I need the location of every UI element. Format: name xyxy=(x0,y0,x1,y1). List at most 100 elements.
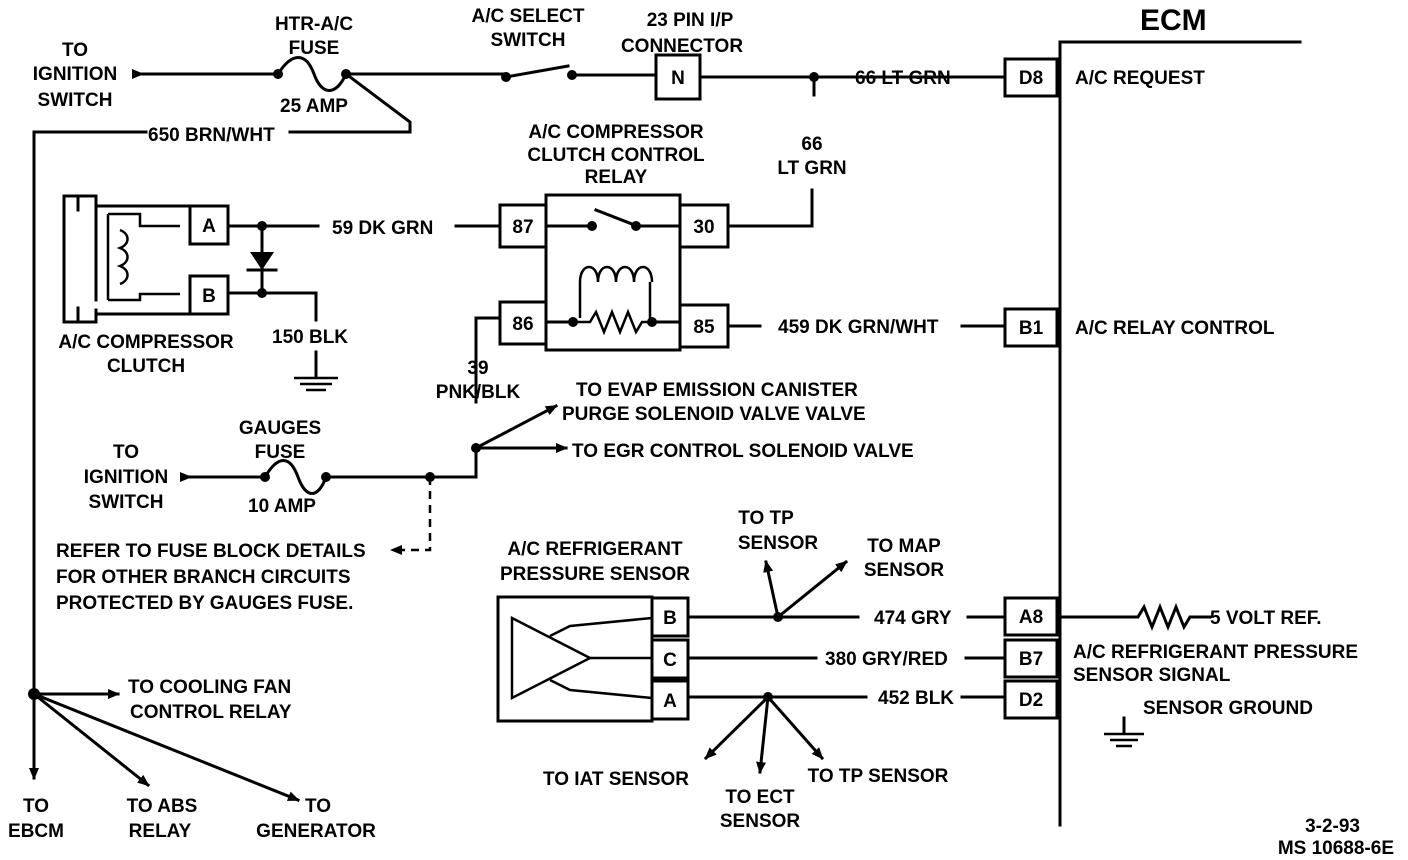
evap-line-2: PURGE SOLENOID VALVE VALVE xyxy=(562,404,866,425)
iat-label: TO IAT SENSOR xyxy=(543,769,689,790)
relay-line-3: RELAY xyxy=(585,167,648,188)
clutch-pin-b-label: B xyxy=(202,286,216,307)
relay-pin-30-label: 30 xyxy=(693,217,714,238)
relay-pin-86-label: 86 xyxy=(512,314,533,335)
sensor-ground-icon xyxy=(1104,732,1144,748)
ecm-pin-a8-label: A8 xyxy=(1019,607,1043,628)
cooling-fan-line-2: CONTROL RELAY xyxy=(130,702,292,723)
wire-66-color: LT GRN xyxy=(777,158,846,179)
ac-clutch-relay: A/C COMPRESSOR CLUTCH CONTROL RELAY 87 3… xyxy=(498,122,1007,352)
pressure-sensor: A/C REFRIGERANT PRESSURE SENSOR B C A 47… xyxy=(496,508,1007,832)
sensor-pin-c-label: C xyxy=(663,650,677,671)
wire-150-label: 150 BLK xyxy=(272,327,348,348)
clutch-pin-a-label: A xyxy=(202,216,216,237)
distribution-bus: TO COOLING FAN CONTROL RELAY TO EBCM TO … xyxy=(8,130,376,842)
wire-380-label: 380 GRY/RED xyxy=(825,649,948,670)
clutch-pin-b xyxy=(188,274,230,316)
relay-switch-blade xyxy=(594,208,634,226)
ac-relay-control-label: A/C RELAY CONTROL xyxy=(1075,318,1275,339)
map-line-1: TO MAP xyxy=(867,536,941,557)
pressure-sensor-line-2: PRESSURE SENSOR xyxy=(500,564,690,585)
ignition-2-line-1: TO xyxy=(113,442,139,463)
fuse-note-line-3: PROTECTED BY GAUGES FUSE. xyxy=(56,593,353,614)
ignition-1-line-1: TO xyxy=(62,40,88,61)
ebcm-line-1: TO xyxy=(23,796,49,817)
tp-top-line-1: TO TP xyxy=(738,508,794,529)
htr-fuse-icon xyxy=(275,56,348,92)
fuse-note-line-1: REFER TO FUSE BLOCK DETAILS xyxy=(56,541,366,562)
arrow-to-generator xyxy=(32,692,300,802)
gauges-fuse-line-1: GAUGES xyxy=(239,418,321,439)
ecm-pin-b7-label: B7 xyxy=(1019,649,1043,670)
sensor-ground-label: SENSOR GROUND xyxy=(1143,698,1313,719)
arrow-to-evap xyxy=(473,403,559,451)
ebcm-line-2: EBCM xyxy=(8,821,64,842)
sensor-pin-b xyxy=(650,596,690,638)
arrow-to-tp-bottom xyxy=(765,694,825,761)
ref-resistor xyxy=(1058,602,1212,632)
ecm-pin-b1 xyxy=(1003,307,1059,348)
relay-line-2: CLUTCH CONTROL xyxy=(527,145,705,166)
sensor-pin-b-label: B xyxy=(663,608,677,629)
wire-39-num: 39 xyxy=(467,358,488,379)
connector-pin-n xyxy=(654,53,702,101)
htr-fuse-amp: 25 AMP xyxy=(280,96,348,117)
clutch-ground-icon xyxy=(294,376,338,392)
connector-line-1: 23 PIN I/P xyxy=(647,10,734,31)
ignition-2-line-2: IGNITION xyxy=(84,467,168,488)
clutch-line-2: CLUTCH xyxy=(107,356,185,377)
clutch-inner xyxy=(106,212,180,302)
pressure-sensor-line-1: A/C REFRIGERANT xyxy=(507,539,683,560)
connector-line-2: CONNECTOR xyxy=(621,36,743,57)
ac-select-line-2: SWITCH xyxy=(491,30,566,51)
ecm-title: ECM xyxy=(1140,4,1207,37)
ecm-pin-b1-label: B1 xyxy=(1019,318,1044,339)
generator-line-1: TO xyxy=(305,796,331,817)
ect-line-2: SENSOR xyxy=(720,811,801,832)
gauges-circuit: TO IGNITION SWITCH GAUGES FUSE 10 AMP RE… xyxy=(56,316,914,614)
sensor-pin-a xyxy=(650,679,690,721)
fuse-note-dashed-leader xyxy=(390,477,432,555)
ac-request-circuit: TO IGNITION SWITCH HTR-A/C FUSE 25 AMP 6… xyxy=(33,6,1007,228)
wire-650 xyxy=(288,71,412,134)
gauges-fuse-line-2: FUSE xyxy=(255,442,306,463)
ac-compressor-clutch: A B A/C COMPRESSOR CLUTCH 59 DK GRN 150 … xyxy=(58,194,502,392)
fuse-note-line-2: FOR OTHER BRANCH CIRCUITS xyxy=(56,567,351,588)
clutch-coil-icon xyxy=(116,228,129,286)
evap-line-1: TO EVAP EMISSION CANISTER xyxy=(576,380,858,401)
wire-59-label: 59 DK GRN xyxy=(332,218,433,239)
sensor-pin-a-label: A xyxy=(663,691,677,712)
egr-label: TO EGR CONTROL SOLENOID VALVE xyxy=(572,441,914,462)
wire-39-to-relay xyxy=(474,316,502,404)
arrow-to-ect xyxy=(756,695,770,774)
ect-line-1: TO ECT xyxy=(725,787,795,808)
gauges-fuse-amp: 10 AMP xyxy=(248,496,316,517)
wire-474-label: 474 GRY xyxy=(874,608,952,629)
tp-top-line-2: SENSOR xyxy=(738,533,819,554)
five-volt-ref-label: 5 VOLT REF. xyxy=(1210,608,1322,629)
ignition-1-line-2: IGNITION xyxy=(33,64,117,85)
tp-bottom-label: TO TP SENSOR xyxy=(808,766,949,787)
ac-request-label: A/C REQUEST xyxy=(1075,68,1205,89)
footer-date: 3-2-93 xyxy=(1305,816,1360,837)
pressure-signal-label-2: SENSOR SIGNAL xyxy=(1073,665,1231,686)
relay-coil-icon xyxy=(574,265,654,336)
abs-line-1: TO ABS xyxy=(127,796,198,817)
wire-39-color: PNK/BLK xyxy=(436,382,521,403)
wire-459-label: 459 DK GRN/WHT xyxy=(778,317,939,338)
wire-650-label: 650 BRN/WHT xyxy=(148,125,275,146)
ecm-pin-d8-label: D8 xyxy=(1019,68,1043,89)
cooling-fan-line-1: TO COOLING FAN xyxy=(128,677,291,698)
clutch-pin-a xyxy=(188,204,230,246)
arrow-to-tp-top xyxy=(763,560,780,619)
arrow-to-map xyxy=(775,559,849,620)
diode-icon xyxy=(246,252,278,272)
wire-66-to-relay xyxy=(726,188,814,228)
clutch-line-1: A/C COMPRESSOR xyxy=(58,332,234,353)
sensor-amp-icon xyxy=(510,615,593,701)
relay-line-1: A/C COMPRESSOR xyxy=(528,122,704,143)
arrow-to-iat xyxy=(703,694,771,761)
relay-pin-87-label: 87 xyxy=(512,217,533,238)
wire-66-label: 66 LT GRN xyxy=(855,68,951,89)
